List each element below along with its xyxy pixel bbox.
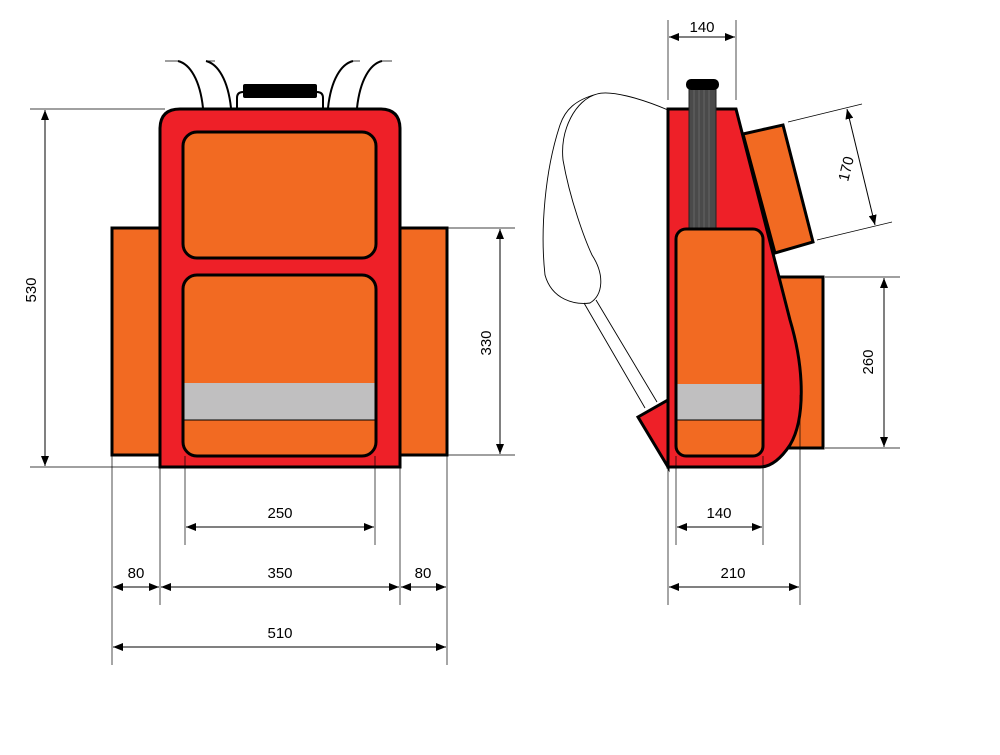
side-pocket-left [110,226,164,457]
label-top-width: 140 [689,19,714,36]
hip-flap [635,397,670,473]
side-view: 140 170 260 140 210 [542,19,900,605]
top-pocket [181,130,378,260]
tube-cap [686,79,719,90]
label-side-pocket-height: 330 [478,330,495,355]
shoulder-straps [165,60,392,109]
label-side-pocket-left-width: 80 [128,565,145,582]
side-pocket-right [396,226,449,457]
dimension-lines-front [30,108,515,665]
label-height: 530 [23,277,40,302]
dimension-lines-side [667,20,900,605]
carry-handle [236,84,324,108]
reflective-strip-side [677,384,762,420]
label-pocket-width: 250 [267,505,292,522]
side-front-pocket [674,227,765,458]
reflective-strip [184,383,375,420]
label-total-depth: 210 [720,565,745,582]
label-pocket-depth: 140 [706,505,731,522]
tube-ribs [693,90,710,230]
front-pocket [181,273,378,458]
label-side-pocket-height-side: 260 [860,349,877,374]
side-tube [688,87,717,234]
label-top-pocket: 170 [835,155,858,183]
label-total-width: 510 [267,625,292,642]
shoulder-strap-side [542,92,669,409]
label-side-pocket-right-width: 80 [415,565,432,582]
label-body-width: 350 [267,565,292,582]
top-side-pocket [741,123,815,255]
front-view: 530 330 250 80 350 80 510 [23,60,515,665]
